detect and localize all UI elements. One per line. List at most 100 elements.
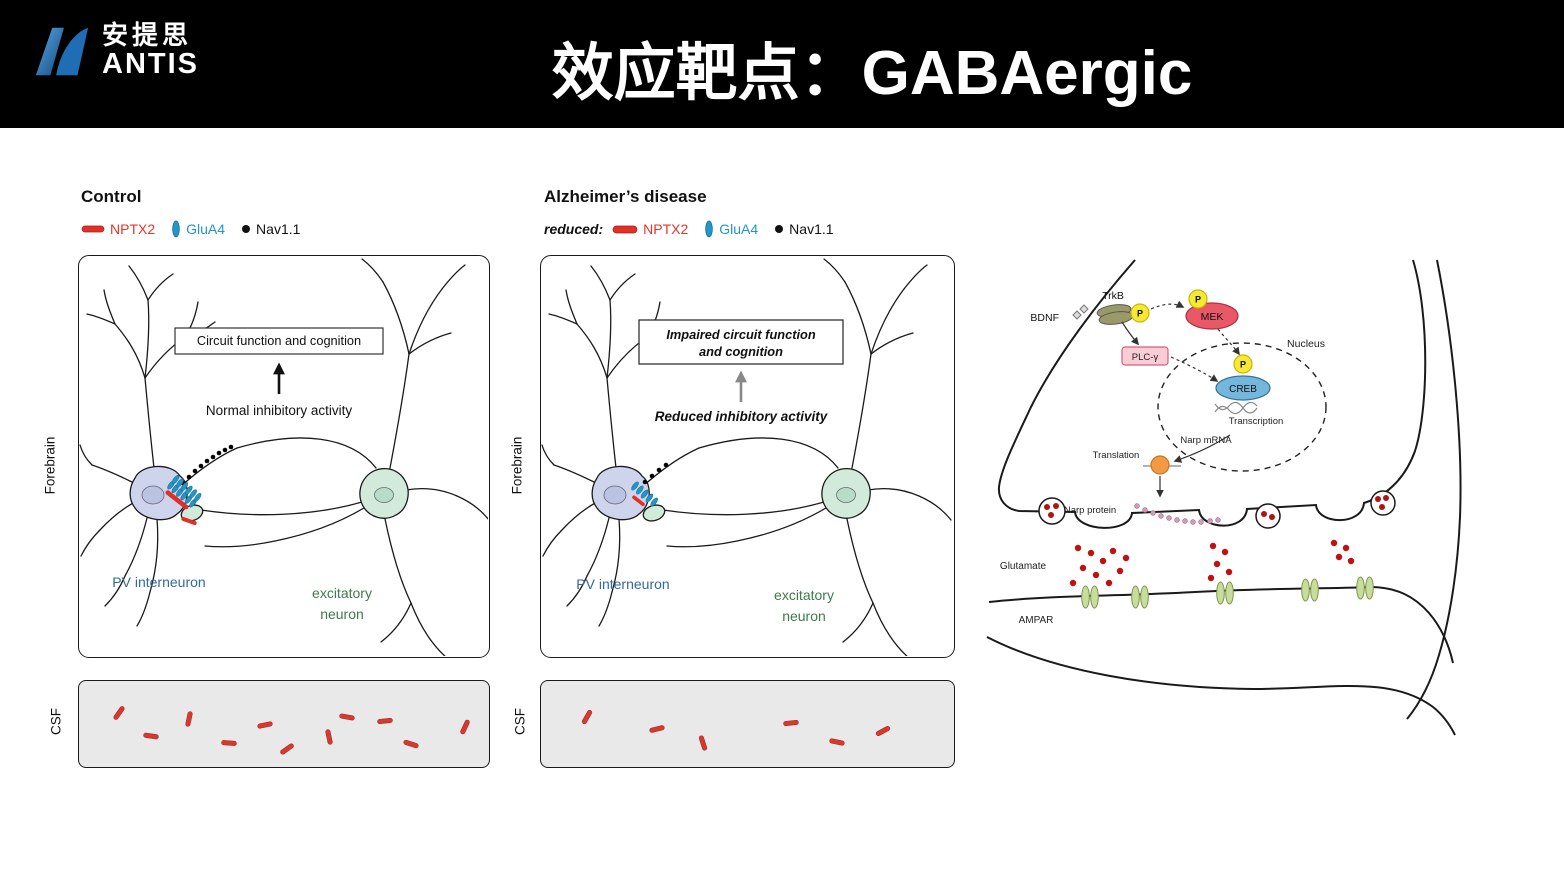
ad-nptx2-bar bbox=[632, 495, 645, 507]
control-activity-text: Normal inhibitory activity bbox=[206, 403, 353, 418]
dna-icon bbox=[1214, 401, 1258, 415]
nptx2-icon bbox=[81, 225, 105, 233]
logo-english: ANTIS bbox=[102, 48, 199, 81]
ad-legend-prefix: reduced: bbox=[544, 221, 604, 237]
legend-item-glua4: GluA4 bbox=[171, 220, 225, 238]
ad-legend-label-glua4: GluA4 bbox=[719, 221, 759, 237]
glua4-icon bbox=[172, 220, 180, 238]
synaptic-vesicles bbox=[1038, 490, 1396, 529]
control-forebrain-label: Forebrain bbox=[42, 436, 58, 495]
arrow-p-to-mek bbox=[1150, 300, 1185, 310]
control-excitatory-label-1: excitatory bbox=[312, 585, 372, 601]
arrow-plc-to-creb bbox=[1170, 356, 1219, 382]
narp-protein-label: Narp protein bbox=[1064, 505, 1116, 516]
antis-logo-text: 安提思 ANTIS bbox=[102, 20, 199, 81]
control-csf-box bbox=[78, 680, 490, 768]
ad-activity-text: Reduced inhibitory activity bbox=[655, 409, 829, 424]
control-glua4-cluster bbox=[167, 475, 202, 508]
header-bar: 安提思 ANTIS 效应靶点：GABAergic bbox=[0, 0, 1564, 128]
control-legend: NPTX2 GluA4 Nav1.1 bbox=[81, 220, 316, 238]
arrow-trkb-to-plc bbox=[1121, 321, 1139, 346]
nav11-icon bbox=[775, 225, 784, 233]
nptx2-icon bbox=[612, 225, 638, 233]
ad-legend-label-nptx2: NPTX2 bbox=[643, 221, 689, 237]
narp-mrna-label: Narp mRNA bbox=[1180, 435, 1232, 446]
control-caption-text: Circuit function and cognition bbox=[197, 333, 361, 348]
glutamate-label: Glutamate bbox=[1000, 561, 1047, 572]
outer-membrane-right bbox=[1406, 259, 1462, 720]
logo-chinese: 安提思 bbox=[102, 20, 193, 51]
ad-diagram-box: Impaired circuit function and cognition … bbox=[540, 255, 955, 659]
ad-caption-line2: and cognition bbox=[699, 344, 783, 359]
ad-legend-item-glua4: GluA4 bbox=[704, 220, 758, 238]
ad-excitatory-label-1: excitatory bbox=[774, 587, 834, 603]
ad-forebrain-label: Forebrain bbox=[509, 436, 525, 495]
control-csf-particles bbox=[113, 706, 470, 755]
nucleus-outline bbox=[1157, 342, 1327, 472]
presynaptic-terminal-outline bbox=[997, 259, 1427, 529]
ribosome-icon bbox=[1150, 455, 1170, 475]
bdnf-ligand-icon bbox=[1072, 304, 1089, 320]
plc-gamma-label: PLC-γ bbox=[1132, 352, 1159, 363]
ad-legend-label-nav11: Nav1.1 bbox=[789, 221, 834, 237]
antis-logo-icon bbox=[35, 27, 89, 76]
phosphate-circles: P P P bbox=[1130, 289, 1253, 374]
arrow-mek-to-p bbox=[1217, 328, 1240, 356]
control-caption-box bbox=[174, 327, 384, 355]
control-nptx2-bars bbox=[165, 490, 197, 526]
transcription-label: Transcription bbox=[1229, 416, 1284, 427]
ad-caption-box bbox=[638, 319, 844, 365]
p-label-3: P bbox=[1240, 360, 1246, 370]
p-circle-trkb bbox=[1130, 303, 1150, 323]
p-label-1: P bbox=[1137, 309, 1143, 319]
legend-label-nav11: Nav1.1 bbox=[256, 221, 301, 237]
p-circle-creb bbox=[1233, 354, 1253, 374]
ad-nav11-dots bbox=[642, 462, 669, 485]
antis-logo: 安提思 ANTIS bbox=[30, 20, 199, 81]
p-label-2: P bbox=[1195, 295, 1201, 305]
nav11-icon bbox=[242, 225, 251, 233]
ad-legend-item-nav11: Nav1.1 bbox=[774, 221, 834, 237]
ad-pv-label: PV interneuron bbox=[576, 576, 669, 592]
glutamate-dots bbox=[1069, 539, 1355, 587]
signaling-diagram: Nucleus BDNF TrkB MEK PLC-γ CREB bbox=[986, 259, 1462, 736]
translation-label: Translation bbox=[1093, 450, 1140, 461]
ad-csf-box bbox=[540, 680, 955, 768]
arrow-mrna-to-translation bbox=[1173, 434, 1231, 463]
ad-excitatory-label-2: neuron bbox=[782, 608, 826, 624]
control-diagram-box: Circuit function and cognition Normal in… bbox=[78, 255, 490, 659]
ad-neuron-drawing: Impaired circuit function and cognition … bbox=[541, 258, 952, 659]
postsynaptic-cell-outline bbox=[986, 636, 1456, 736]
trkb-label: TrkB bbox=[1102, 290, 1124, 302]
control-csf-label: CSF bbox=[48, 708, 64, 735]
trkb-receptor-icon bbox=[1096, 304, 1134, 325]
legend-label-glua4: GluA4 bbox=[186, 221, 226, 237]
creb-node bbox=[1215, 375, 1271, 401]
mek-node bbox=[1185, 302, 1239, 330]
mek-label: MEK bbox=[1201, 311, 1224, 323]
control-excitatory-label-2: neuron bbox=[320, 606, 364, 622]
ad-legend-item-nptx2: NPTX2 bbox=[612, 221, 688, 237]
ad-csf-particles bbox=[581, 709, 891, 751]
legend-label-nptx2: NPTX2 bbox=[110, 221, 156, 237]
bdnf-label: BDNF bbox=[1030, 312, 1059, 324]
ampar-receptors bbox=[1081, 576, 1374, 609]
ad-csf-label: CSF bbox=[512, 708, 528, 735]
creb-label: CREB bbox=[1229, 384, 1257, 395]
ad-caption-line1: Impaired circuit function bbox=[666, 327, 815, 342]
ad-glua4-cluster bbox=[631, 481, 658, 507]
control-title: Control bbox=[81, 187, 142, 206]
plc-gamma-node bbox=[1121, 346, 1169, 366]
ad-legend: reduced: NPTX2 GluA4 Nav1.1 bbox=[544, 220, 850, 238]
narp-protein-dots bbox=[1134, 503, 1221, 525]
control-neuron-drawing: Circuit function and cognition Normal in… bbox=[79, 258, 490, 659]
p-circle-mek bbox=[1188, 289, 1208, 309]
ampar-label: AMPAR bbox=[1019, 615, 1054, 626]
legend-item-nptx2: NPTX2 bbox=[81, 221, 155, 237]
control-pv-label: PV interneuron bbox=[112, 574, 205, 590]
ad-title: Alzheimer’s disease bbox=[544, 187, 707, 206]
legend-item-nav11: Nav1.1 bbox=[241, 221, 300, 237]
nucleus-label: Nucleus bbox=[1287, 338, 1325, 350]
glua4-icon bbox=[705, 220, 714, 238]
slide-title: 效应靶点：GABAergic bbox=[551, 39, 1193, 108]
